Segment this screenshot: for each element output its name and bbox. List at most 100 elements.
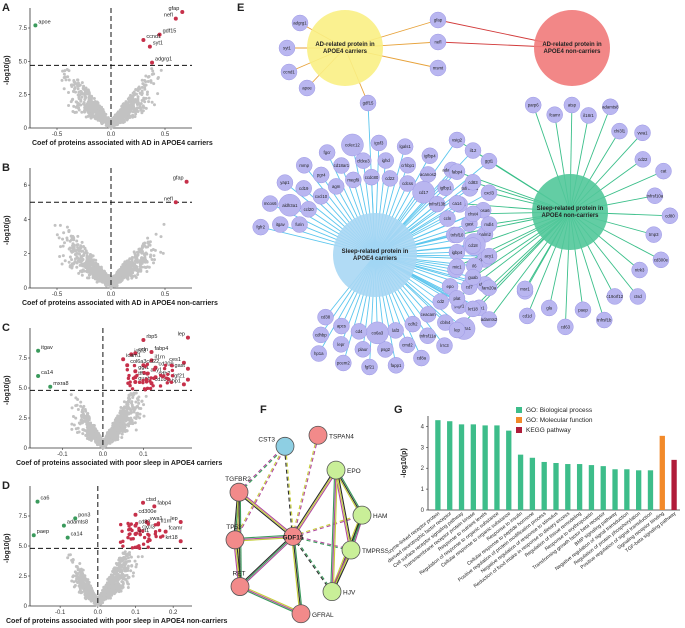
data-point [170, 368, 175, 373]
data-point [80, 273, 84, 277]
data-point [140, 111, 144, 115]
data-point [95, 101, 99, 105]
protein-label-il18r1: il18r1 [583, 113, 594, 118]
labeled-point-lep [185, 335, 190, 340]
point-label-cd300e: cd300e [138, 509, 156, 515]
protein-node-vwa1 [634, 124, 651, 142]
data-point [133, 253, 137, 257]
data-point [139, 108, 143, 112]
data-point [139, 406, 143, 410]
data-point [146, 532, 150, 536]
point-label-ca14: ca14 [41, 370, 53, 376]
data-point [120, 529, 124, 534]
data-point [76, 407, 80, 411]
data-point [81, 269, 85, 273]
data-point [94, 600, 98, 604]
data-point [126, 569, 130, 573]
data-point [127, 532, 131, 537]
bar-17 [636, 470, 642, 510]
data-point [90, 598, 94, 602]
data-point [99, 272, 103, 276]
data-point [123, 429, 127, 433]
protein-node-cdh2 [404, 315, 422, 333]
panel-b-ylabel: -log10(p) [4, 215, 11, 245]
bar-12 [576, 464, 583, 510]
data-point [88, 105, 92, 109]
protein-label-apcs: apcs [337, 324, 346, 329]
data-point [125, 429, 129, 433]
protein-node-chi3l1 [611, 122, 628, 140]
protein-node-fabp4 [448, 163, 466, 180]
point-label-fabp4: fabp4 [155, 346, 169, 352]
protein-node-lgals1 [396, 138, 414, 155]
protein-label-cd2: cd2 [437, 299, 445, 304]
data-point [76, 580, 80, 584]
data-point [147, 100, 151, 104]
network-edge [291, 536, 301, 614]
point-label-fabp4: fabp4 [157, 500, 171, 506]
y-tick-label: 0 [24, 126, 28, 132]
data-point [69, 234, 73, 238]
protein-label-lrrc3: lrrc3 [440, 343, 449, 348]
y-tick-label: 7.5 [19, 356, 28, 362]
data-point [127, 99, 131, 103]
data-point [65, 238, 69, 242]
data-point [144, 80, 148, 84]
data-point [126, 403, 130, 407]
labeled-point-pon3 [73, 516, 78, 521]
protein-node-mcos6 [261, 195, 279, 212]
data-point [82, 581, 86, 585]
data-point [137, 526, 141, 531]
network-edge [332, 470, 338, 592]
data-point [105, 283, 109, 287]
data-point [107, 438, 111, 442]
point-label-mxra8: mxra8 [53, 381, 68, 387]
network-edge [239, 536, 294, 587]
data-point [79, 589, 83, 593]
y-tick-label: 4 [24, 217, 28, 223]
point-label-lep: lep [178, 332, 185, 338]
labeled-point-lep [178, 520, 183, 524]
data-point [120, 114, 124, 118]
data-point [53, 223, 57, 227]
bar-6 [506, 430, 512, 510]
data-point [63, 69, 67, 73]
labeled-point-igsf3 [129, 352, 134, 357]
data-point [77, 90, 81, 94]
data-point [135, 250, 139, 254]
protein-node-hp1a [310, 345, 327, 362]
protein-node-tnfrsf10a [646, 187, 664, 204]
data-point [146, 539, 150, 544]
protein-label-gfap: gfap [434, 18, 443, 23]
data-point [114, 115, 118, 119]
y-tick-label: 3 [421, 445, 425, 451]
data-point [141, 242, 145, 246]
data-point [75, 243, 79, 247]
data-point [88, 273, 92, 277]
data-point [73, 86, 77, 90]
bar-15 [612, 469, 618, 510]
protein-node-vsig2 [448, 131, 466, 149]
data-point [113, 590, 117, 594]
data-point [159, 235, 163, 239]
network-edge [285, 446, 295, 537]
network-edge [240, 536, 295, 588]
data-point [148, 240, 152, 244]
point-label-gfap: gfap [173, 176, 184, 182]
data-point [119, 429, 123, 433]
data-point [111, 570, 115, 574]
data-point [113, 576, 117, 580]
gene-label-epo: EPO [347, 468, 361, 475]
protein-node-cd18 [464, 237, 482, 254]
y-tick-label: 6 [24, 183, 28, 189]
data-point [74, 571, 78, 575]
data-point [144, 258, 148, 262]
data-point [124, 578, 128, 582]
bar-11 [565, 464, 571, 510]
data-point [102, 277, 106, 281]
protein-label-tnfrsf1b: tnfrsf1b [597, 318, 612, 323]
